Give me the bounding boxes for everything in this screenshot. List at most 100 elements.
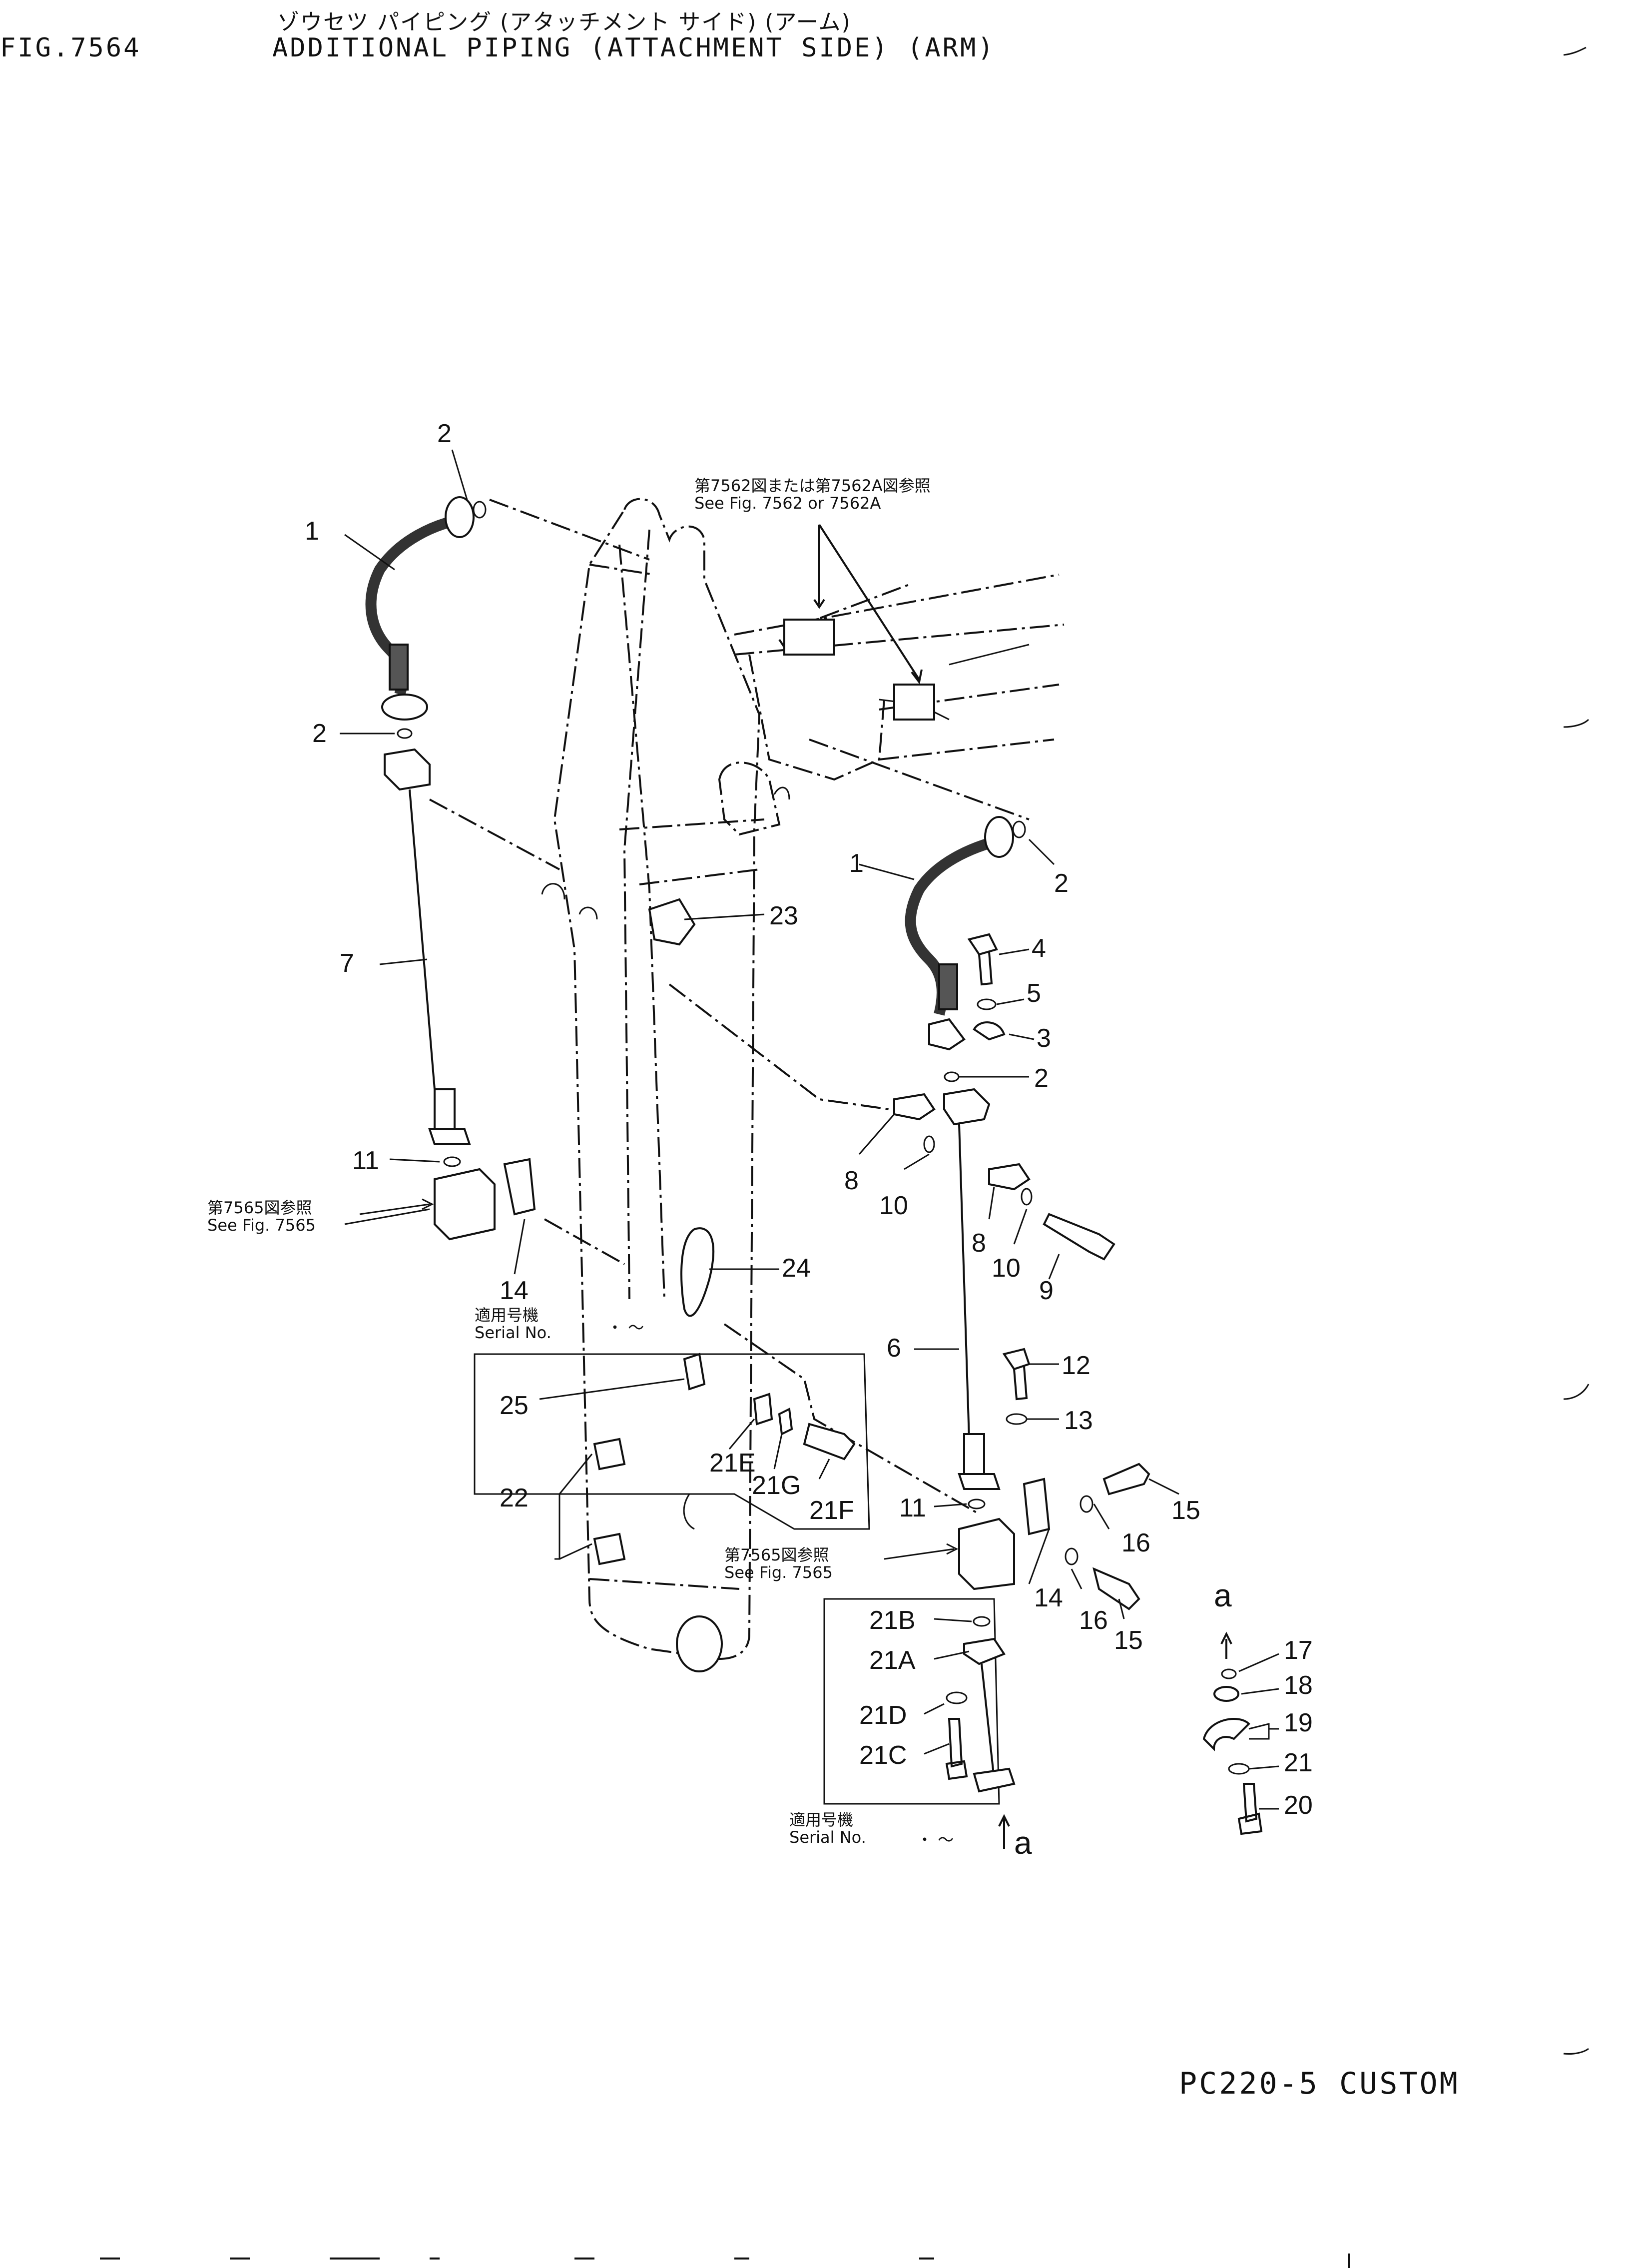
bolt-20: [1237, 1783, 1263, 1835]
ref-fig-7562-en: See Fig. 7562 or 7562A: [694, 494, 881, 513]
serial-right-range: ・ ～: [917, 1830, 954, 1849]
boom-fitting: [893, 684, 935, 721]
o-ring-11-left: [443, 1156, 461, 1167]
callout-21e: 21E: [709, 1449, 756, 1478]
clamp-3: [973, 1021, 1006, 1041]
clamp-19: [1202, 1718, 1250, 1751]
boom-bracket: [783, 619, 835, 656]
callout-25: 25: [500, 1391, 529, 1420]
bolt-15a: [1102, 1463, 1150, 1496]
flange-right-top: [984, 816, 1014, 858]
serial-right-en: Serial No.: [789, 1828, 866, 1847]
callout-2-right-top: 2: [1054, 869, 1069, 898]
right-hose-assembly: [893, 816, 1150, 1610]
block-7565-left: [434, 1168, 496, 1241]
callout-10-a: 10: [879, 1191, 908, 1220]
callout-16-b: 16: [1079, 1606, 1108, 1635]
tube-7: [409, 789, 436, 1090]
ref-fig-7565-left-jp: 第7565図参照: [207, 1198, 312, 1217]
o-ring-17: [1221, 1668, 1237, 1679]
serial-inset-right: [823, 1598, 1016, 1849]
callout-numbers: 1 2 2 7 11 14 23 24 25 22 21E 21G 21F 1 …: [305, 419, 1313, 1861]
callout-a-detail: a: [1214, 1577, 1232, 1613]
tube-21a-top: [963, 1637, 1006, 1665]
callout-16-a: 16: [1121, 1528, 1150, 1557]
washer-5: [977, 998, 997, 1010]
ref-fig-7562-jp: 第7562図または第7562A図参照: [694, 476, 931, 495]
callout-21g: 21G: [752, 1471, 801, 1500]
callout-2-top-left: 2: [437, 419, 452, 448]
flange-left-top: [445, 496, 475, 538]
callout-1-right: 1: [849, 849, 864, 878]
callout-13: 13: [1064, 1406, 1093, 1435]
callout-11-right: 11: [899, 1494, 926, 1522]
callout-11-left: 11: [352, 1146, 379, 1175]
callout-17: 17: [1284, 1636, 1313, 1665]
margin-marks: [100, 46, 1590, 2268]
o-ring-21b: [973, 1616, 991, 1627]
ref-fig-7565-right-en: See Fig. 7565: [724, 1563, 833, 1582]
bracket-14-right: [1023, 1478, 1051, 1535]
bracket-14-left: [503, 1158, 536, 1216]
tube-6: [958, 1124, 970, 1440]
o-ring-2-left: [473, 501, 487, 519]
tube-6-bottom: [963, 1433, 985, 1480]
title-english: ADDITIONAL PIPING (ATTACHMENT SIDE) (ARM…: [272, 33, 996, 63]
callout-8-b: 8: [972, 1229, 986, 1258]
ref-fig-7565-right-jp: 第7565図参照: [724, 1545, 829, 1564]
callout-21f: 21F: [809, 1496, 854, 1525]
plate-24: [680, 1227, 714, 1317]
tube-7-bottom: [434, 1088, 456, 1135]
callout-18: 18: [1284, 1671, 1313, 1700]
washer-16b: [1065, 1547, 1079, 1565]
o-ring-2-right: [1012, 820, 1026, 838]
title-japanese: ゾウセツ パイピング (アタッチメント サイド) (アーム): [277, 9, 851, 35]
bolt-12: [1002, 1348, 1031, 1401]
serial-right-jp: 適用号機: [789, 1810, 854, 1829]
detail-a: [1202, 1631, 1263, 1835]
callout-5: 5: [1027, 979, 1041, 1008]
hose-1-left: [365, 514, 461, 697]
callout-22: 22: [500, 1484, 529, 1512]
washer-21d: [946, 1691, 968, 1704]
clamp-8a: [893, 1093, 936, 1121]
callout-6: 6: [887, 1334, 901, 1363]
callout-15-b: 15: [1114, 1626, 1143, 1655]
callout-2-right-mid: 2: [1034, 1064, 1049, 1093]
tube-end-left: [384, 748, 431, 791]
callout-a-view: a: [1014, 1825, 1032, 1861]
leader-lines: [429, 499, 1030, 1515]
washer-16a: [1080, 1495, 1093, 1513]
serial-left-jp: 適用号機: [475, 1306, 539, 1325]
callout-7: 7: [340, 949, 354, 978]
arm-outline: [541, 498, 1065, 1672]
callout-21a: 21A: [869, 1646, 916, 1675]
callout-leaders: [340, 449, 1279, 1810]
bracket-23: [648, 898, 696, 946]
callout-3: 3: [1037, 1024, 1051, 1053]
callout-21: 21: [1284, 1748, 1313, 1777]
flange-right-bottom: [928, 1018, 966, 1051]
ref-fig-7565-left-en: See Fig. 7565: [207, 1216, 316, 1235]
washer-18: [1213, 1686, 1239, 1702]
arm-end-pin: [676, 1615, 723, 1672]
callout-4: 4: [1032, 934, 1046, 963]
callout-21d: 21D: [859, 1701, 907, 1730]
callout-21b: 21B: [869, 1606, 916, 1635]
serial-left-range: ・ ～: [607, 1318, 644, 1337]
callout-8-a: 8: [844, 1166, 859, 1195]
left-hose-assembly: [365, 496, 714, 1565]
bolt-9: [1043, 1213, 1115, 1261]
clamp-8b: [988, 1163, 1031, 1191]
figure-number: FIG.7564: [0, 33, 141, 63]
callout-12: 12: [1062, 1351, 1090, 1380]
callout-14-right: 14: [1034, 1583, 1063, 1612]
callout-20: 20: [1284, 1791, 1313, 1820]
washer-13: [1006, 1413, 1028, 1425]
hose-fitting-right: [938, 963, 958, 1010]
hose-fitting-left: [389, 644, 409, 691]
callout-21c: 21C: [859, 1741, 907, 1770]
callout-24: 24: [782, 1254, 811, 1283]
flange-left-bottom: [381, 694, 428, 721]
